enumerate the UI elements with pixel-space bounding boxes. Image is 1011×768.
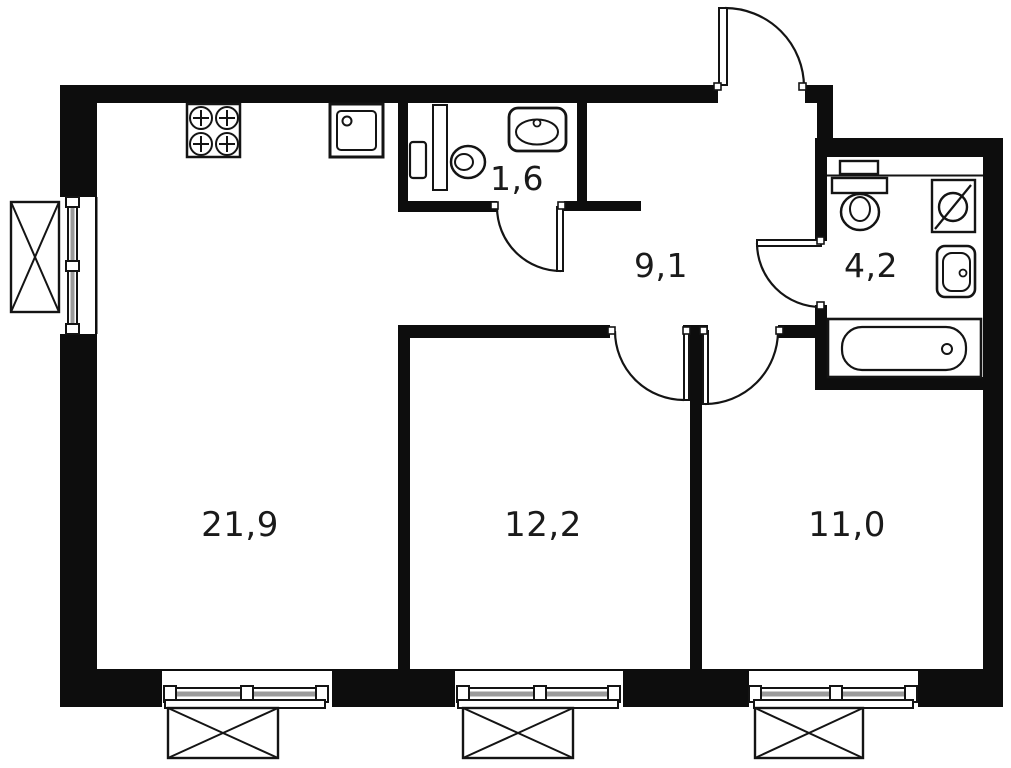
exterior-unit-box bbox=[9, 200, 61, 314]
window-bottom-middle bbox=[455, 671, 623, 760]
wall-bathroom-left-upper bbox=[815, 138, 827, 241]
room-area-label-bedroom-right: 11,0 bbox=[808, 505, 886, 545]
wc-door bbox=[490, 201, 566, 273]
window-sill bbox=[457, 699, 619, 709]
door-jamb bbox=[816, 236, 825, 245]
door-leaf bbox=[756, 239, 822, 247]
window-mullion bbox=[65, 260, 80, 272]
bathroom-washbasin-icon bbox=[935, 244, 977, 299]
exterior-unit-box bbox=[753, 706, 865, 760]
door-jamb bbox=[607, 326, 616, 335]
doors bbox=[490, 6, 825, 406]
door-jamb bbox=[798, 82, 807, 91]
wall-hall-bedroom-right bbox=[778, 325, 816, 338]
door-swing-arc bbox=[613, 330, 685, 402]
door-jamb bbox=[682, 326, 691, 335]
wall-left-lower bbox=[60, 334, 97, 707]
room-area-label-bedroom-middle: 12,2 bbox=[504, 505, 582, 545]
window-sill bbox=[753, 699, 914, 709]
door-jamb bbox=[713, 82, 722, 91]
room-labels: 21,9 12,2 11,0 9,1 1,6 4,2 bbox=[201, 159, 898, 545]
room-area-label-hallway: 9,1 bbox=[634, 246, 688, 285]
door-jamb bbox=[699, 326, 708, 335]
stove-icon bbox=[185, 102, 242, 159]
window-bottom-right bbox=[748, 671, 918, 760]
window-inner-edge bbox=[95, 197, 98, 334]
kitchen-sink-icon bbox=[328, 102, 385, 159]
window-mullion bbox=[65, 323, 80, 335]
fixtures bbox=[185, 102, 983, 379]
wall-bathroom-left-lower bbox=[815, 305, 827, 390]
washing-machine-icon bbox=[930, 178, 977, 234]
wc-toilet-icon bbox=[432, 104, 487, 191]
room-area-label-living: 21,9 bbox=[201, 505, 279, 545]
wall-left-upper bbox=[60, 85, 97, 197]
wall-wc-left bbox=[398, 103, 408, 212]
bedroom-right-door bbox=[699, 326, 784, 406]
door-swing-arc bbox=[704, 330, 780, 406]
door-jamb bbox=[490, 201, 499, 210]
bedroom-middle-door bbox=[607, 326, 691, 402]
wall-wc-bottom-left bbox=[398, 201, 497, 212]
bathtub-icon bbox=[826, 317, 983, 379]
wall-bathroom-top bbox=[817, 138, 1003, 157]
bathroom-toilet-icon bbox=[830, 176, 889, 232]
wc-flush-panel-icon bbox=[408, 140, 428, 180]
window-mullion bbox=[65, 196, 80, 208]
wall-wc-bottom-right bbox=[564, 201, 641, 211]
wall-wc-right bbox=[577, 103, 587, 203]
window-bottom-living bbox=[162, 671, 332, 760]
bathroom-shelf-icon bbox=[827, 159, 983, 177]
wall-bedrooms-divider bbox=[690, 331, 702, 669]
wc-washbasin-icon bbox=[507, 106, 568, 153]
wall-right bbox=[983, 138, 1003, 707]
exterior-unit-box bbox=[461, 706, 575, 760]
window-left bbox=[9, 196, 98, 335]
door-leaf bbox=[702, 330, 709, 405]
wall-hall-bedroom-middle bbox=[398, 325, 610, 338]
door-leaf bbox=[718, 7, 728, 86]
door-leaf bbox=[556, 206, 564, 272]
door-jamb bbox=[816, 301, 825, 310]
wall-bathroom-bottom bbox=[815, 377, 1003, 390]
windows bbox=[9, 196, 918, 760]
door-jamb bbox=[775, 326, 784, 335]
entrance-door bbox=[713, 6, 807, 91]
door-jamb bbox=[557, 201, 566, 210]
wall-top bbox=[60, 85, 718, 103]
window-sill bbox=[164, 699, 326, 709]
room-area-label-wc: 1,6 bbox=[490, 159, 544, 198]
exterior-unit-box bbox=[166, 706, 280, 760]
door-leaf bbox=[683, 330, 690, 401]
wall-living-bedroom-divider bbox=[398, 325, 410, 669]
room-area-label-bathroom: 4,2 bbox=[844, 246, 898, 285]
bathroom-door bbox=[755, 236, 825, 310]
door-swing-arc bbox=[724, 6, 806, 88]
door-swing-arc bbox=[755, 242, 822, 309]
door-swing-arc bbox=[495, 206, 562, 273]
